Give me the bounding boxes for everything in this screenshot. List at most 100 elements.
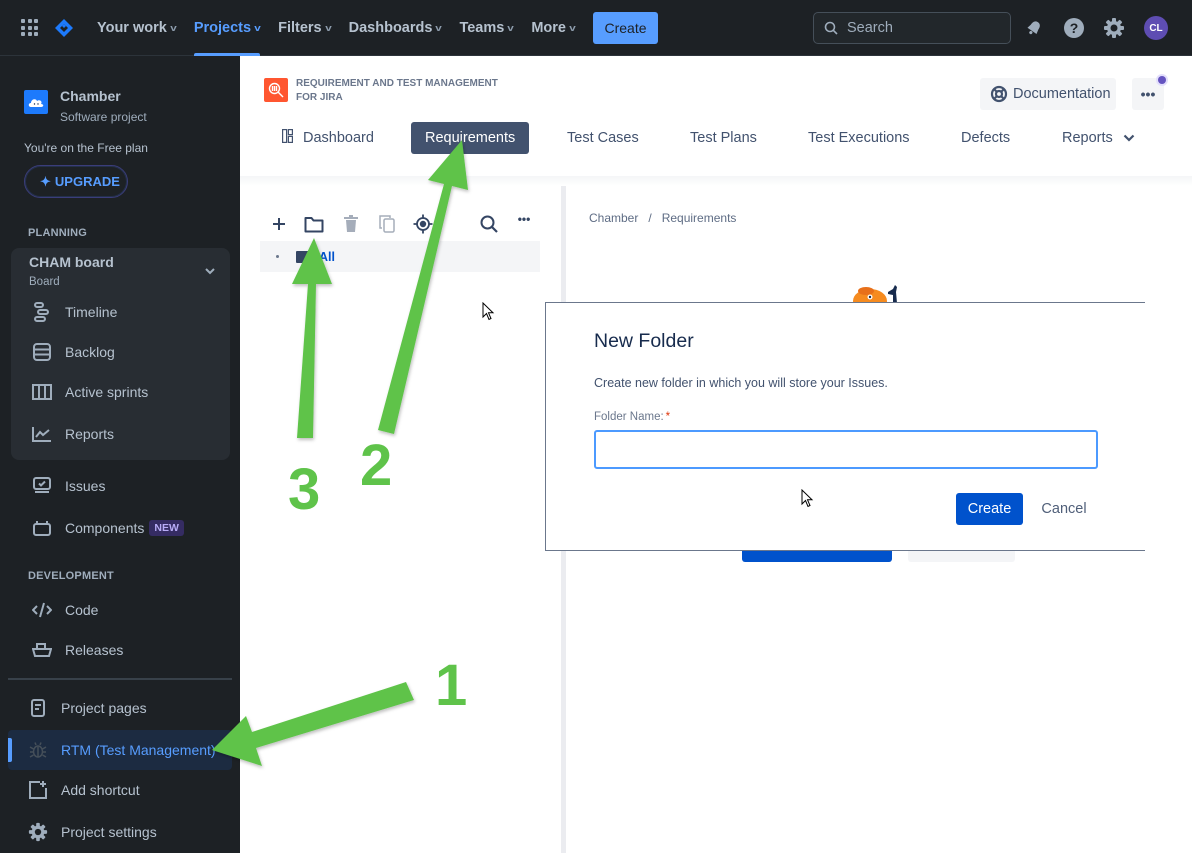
releases-icon xyxy=(30,638,54,662)
background-primary-button xyxy=(742,548,892,562)
app-title: REQUIREMENT AND TEST MANAGEMENT FOR JIRA xyxy=(296,78,498,103)
lifebuoy-icon xyxy=(990,85,1008,103)
user-avatar[interactable]: CL xyxy=(1144,16,1168,40)
more-icon[interactable]: ••• xyxy=(517,212,531,226)
dialog-title: New Folder xyxy=(594,330,694,352)
folder-name-input[interactable] xyxy=(594,430,1098,469)
project-type: Software project xyxy=(60,110,147,124)
apps-grid-icon[interactable] xyxy=(21,19,38,36)
tab-requirements[interactable]: Requirements xyxy=(411,122,530,154)
tab-test-executions[interactable]: Test Executions xyxy=(808,130,910,146)
new-folder-dialog: New Folder Create new folder in which yo… xyxy=(545,302,1145,551)
documentation-button[interactable]: Documentation xyxy=(980,78,1116,110)
search-box[interactable] xyxy=(813,12,1011,44)
copy-icon[interactable] xyxy=(376,212,398,236)
tab-test-plans[interactable]: Test Plans xyxy=(690,130,757,146)
create-button[interactable]: Create xyxy=(593,12,658,44)
folder-name-label: Folder Name:* xyxy=(594,411,671,423)
notification-dot xyxy=(1158,76,1166,84)
chevron-down-icon: v xyxy=(435,23,443,33)
folder-icon xyxy=(296,250,310,263)
sidebar-item-backlog[interactable]: Backlog xyxy=(8,332,232,372)
project-header[interactable]: Chamber Software project xyxy=(24,88,147,124)
notifications-icon[interactable] xyxy=(1022,16,1046,40)
board-title[interactable]: CHAM board xyxy=(29,254,114,270)
chevron-down-icon: v xyxy=(324,23,332,33)
search-icon[interactable] xyxy=(478,212,500,236)
sidebar-item-project-settings[interactable]: Project settings xyxy=(4,812,228,852)
locate-icon[interactable] xyxy=(412,212,434,236)
breadcrumb-item-current[interactable]: Requirements xyxy=(661,211,737,225)
dialog-description: Create new folder in which you will stor… xyxy=(594,376,888,390)
tab-defects[interactable]: Defects xyxy=(961,130,1011,146)
sidebar-item-project-pages[interactable]: Project pages xyxy=(4,688,228,728)
issues-icon xyxy=(30,474,54,498)
sidebar-item-rtm[interactable]: RTM (Test Management) xyxy=(8,730,232,770)
upgrade-button[interactable]: ✦ UPGRADE xyxy=(24,165,128,198)
annotation-step-3: 3 xyxy=(288,457,321,522)
bug-icon xyxy=(26,738,50,762)
chevron-down-icon: v xyxy=(170,23,177,33)
add-icon[interactable] xyxy=(268,212,290,236)
timeline-icon xyxy=(30,300,54,324)
search-icon xyxy=(824,21,838,35)
backlog-icon xyxy=(30,340,54,364)
new-folder-icon[interactable] xyxy=(303,212,325,236)
project-avatar-cloud-icon xyxy=(24,90,48,114)
cancel-button[interactable]: Cancel xyxy=(1041,501,1087,517)
jira-logo-icon[interactable] xyxy=(54,18,74,38)
more-actions-button[interactable]: ••• xyxy=(1132,78,1164,110)
board-subtitle: Board xyxy=(29,276,60,288)
components-icon xyxy=(30,516,54,540)
mouse-cursor-icon xyxy=(801,489,814,508)
chevron-down-icon xyxy=(1123,134,1135,142)
sidebar-item-timeline[interactable]: Timeline xyxy=(8,292,232,332)
sidebar-item-code[interactable]: Code xyxy=(8,590,232,630)
sidebar-item-components[interactable]: Components NEW xyxy=(8,508,232,548)
mouse-cursor-icon xyxy=(482,302,495,321)
tree-root-all[interactable]: All xyxy=(260,241,540,272)
project-pages-icon xyxy=(26,696,50,720)
new-badge: NEW xyxy=(149,520,184,536)
add-shortcut-icon xyxy=(26,778,50,802)
sidebar-item-active-sprints[interactable]: Active sprints xyxy=(8,372,232,412)
reports-icon xyxy=(30,422,54,446)
mascot-illustration-icon xyxy=(853,285,897,303)
tab-test-cases[interactable]: Test Cases xyxy=(567,130,639,146)
rtm-app-header: REQUIREMENT AND TEST MANAGEMENT FOR JIRA… xyxy=(240,56,1192,176)
active-sprints-icon xyxy=(30,380,54,404)
svg-text:?: ? xyxy=(1070,20,1079,36)
required-marker: * xyxy=(665,411,671,423)
chevron-down-icon: v xyxy=(569,23,576,33)
sidebar-item-add-shortcut[interactable]: Add shortcut xyxy=(4,770,228,810)
sidebar-divider xyxy=(8,678,232,680)
settings-icon[interactable] xyxy=(1102,16,1126,40)
help-icon[interactable]: ? xyxy=(1062,16,1086,40)
chevron-down-icon[interactable] xyxy=(204,264,216,278)
project-sidebar: Chamber Software project You're on the F… xyxy=(0,56,240,853)
sidebar-item-reports[interactable]: Reports xyxy=(8,414,232,454)
chevron-down-icon: v xyxy=(507,23,515,33)
sidebar-item-issues[interactable]: Issues xyxy=(8,466,232,506)
dashboard-icon xyxy=(282,129,294,147)
tab-dashboard[interactable]: Dashboard xyxy=(282,122,374,154)
delete-icon[interactable] xyxy=(340,212,362,236)
annotation-step-1: 1 xyxy=(435,653,468,718)
create-folder-button[interactable]: Create xyxy=(956,493,1023,525)
tab-reports[interactable]: Reports xyxy=(1062,122,1135,154)
search-input[interactable] xyxy=(847,20,997,36)
settings-icon xyxy=(26,820,50,844)
tree-bullet xyxy=(276,255,279,258)
sparkle-icon: ✦ xyxy=(40,173,51,189)
chevron-down-icon: v xyxy=(254,23,261,33)
breadcrumb-item-project[interactable]: Chamber xyxy=(589,211,639,225)
sidebar-item-releases[interactable]: Releases xyxy=(8,630,232,670)
breadcrumb: Chamber / Requirements xyxy=(589,211,737,225)
